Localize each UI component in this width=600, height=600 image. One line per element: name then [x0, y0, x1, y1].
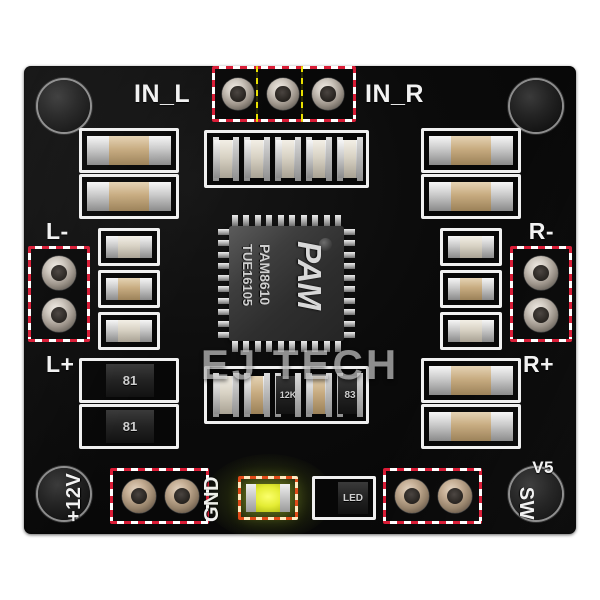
smd-left-mid-2: [106, 278, 152, 300]
smd-top-cap-5: [337, 137, 363, 181]
left-speaker-pad-group: [30, 248, 88, 340]
power-pad-gnd: [165, 479, 199, 513]
smd-bottom-resistor-83-code: 83: [344, 389, 356, 401]
ic-pins-top: [229, 215, 344, 226]
input-pad-right: [312, 78, 344, 110]
smd-top-cap-4: [306, 137, 332, 181]
left-speaker-pad-negative: [42, 256, 76, 290]
ic-logo-pam: PAM: [290, 241, 328, 309]
label-switch: SW: [515, 486, 537, 520]
mounting-hole-bottom-left: [38, 468, 90, 520]
input-pad-left: [222, 78, 254, 110]
mounting-hole-top-right: [510, 80, 562, 132]
smd-bottom-comp-4: [306, 373, 332, 417]
smd-left-mid-1: [106, 236, 152, 258]
smd-bottom-resistor-12k-code: 12K: [279, 390, 297, 400]
ic-pins-right: [344, 226, 355, 341]
label-in-left: IN_L: [134, 80, 191, 108]
ic-date-code: TUE16105: [240, 244, 255, 307]
input-pad-gnd: [267, 78, 299, 110]
mounting-hole-top-left: [38, 80, 90, 132]
label-version: V5: [532, 458, 554, 477]
ic-pins-left: [218, 226, 229, 341]
label-left-negative: L-: [46, 218, 69, 244]
smd-bottom-resistor-83: 83: [337, 373, 363, 417]
smd-left-mid-3: [106, 320, 152, 342]
smd-left-resistor-upper-code: 81: [122, 373, 138, 388]
smd-left-resistor-upper: 81: [106, 364, 154, 397]
power-pad-group: [112, 470, 207, 522]
amplifier-ic: PAM PAM8610 TUE16105: [229, 226, 344, 341]
smd-right-inductor-2: [429, 182, 513, 211]
smd-right-inductor-1: [429, 136, 513, 165]
label-right-positive: R+: [522, 351, 554, 377]
power-pad-12v: [122, 479, 156, 513]
smd-bottom-comp-1: [213, 373, 239, 417]
label-ground: GND: [201, 476, 223, 522]
switch-pad-1: [395, 479, 429, 513]
smd-led-code: LED: [343, 492, 363, 504]
smd-right-mid-1: [448, 236, 494, 258]
ic-part-number: PAM8610: [257, 244, 273, 306]
label-in-right: IN_R: [365, 80, 424, 108]
smd-top-cap-2: [244, 137, 270, 181]
left-midcol-frame-3: [98, 312, 160, 350]
power-led: [246, 484, 290, 512]
label-right-negative: R-: [528, 218, 554, 244]
smd-top-cap-3: [275, 137, 301, 181]
pcb-board: IN_L IN_R PA: [24, 66, 576, 540]
switch-pad-2: [438, 479, 472, 513]
smd-left-resistor-lower-code: 81: [122, 419, 138, 434]
smd-left-inductor-2: [87, 182, 171, 211]
smd-left-resistor-lower: 81: [106, 410, 154, 443]
smd-right-mid-2: [448, 278, 494, 300]
input-pad-group: [214, 66, 352, 120]
ic-pins-bottom: [229, 341, 344, 352]
smd-led-marked: LED: [338, 482, 368, 514]
smd-right-lower-inductor-2: [429, 412, 513, 441]
right-speaker-pad-group: [512, 248, 570, 340]
ic-pin1-dimple: [319, 238, 332, 251]
smd-right-mid-3: [448, 320, 494, 342]
smd-bottom-comp-2: [244, 373, 270, 417]
label-power-12v: +12V: [63, 472, 85, 522]
smd-left-inductor-1: [87, 136, 171, 165]
smd-bottom-resistor-12k: 12K: [275, 373, 301, 417]
smd-top-cap-1: [213, 137, 239, 181]
mounting-hole-bottom-right: [510, 468, 562, 520]
right-speaker-pad-negative: [524, 256, 558, 290]
switch-pad-group: [385, 470, 480, 522]
label-left-positive: L+: [46, 351, 75, 377]
smd-right-lower-inductor-1: [429, 366, 513, 395]
right-speaker-pad-positive: [524, 298, 558, 332]
left-speaker-pad-positive: [42, 298, 76, 332]
